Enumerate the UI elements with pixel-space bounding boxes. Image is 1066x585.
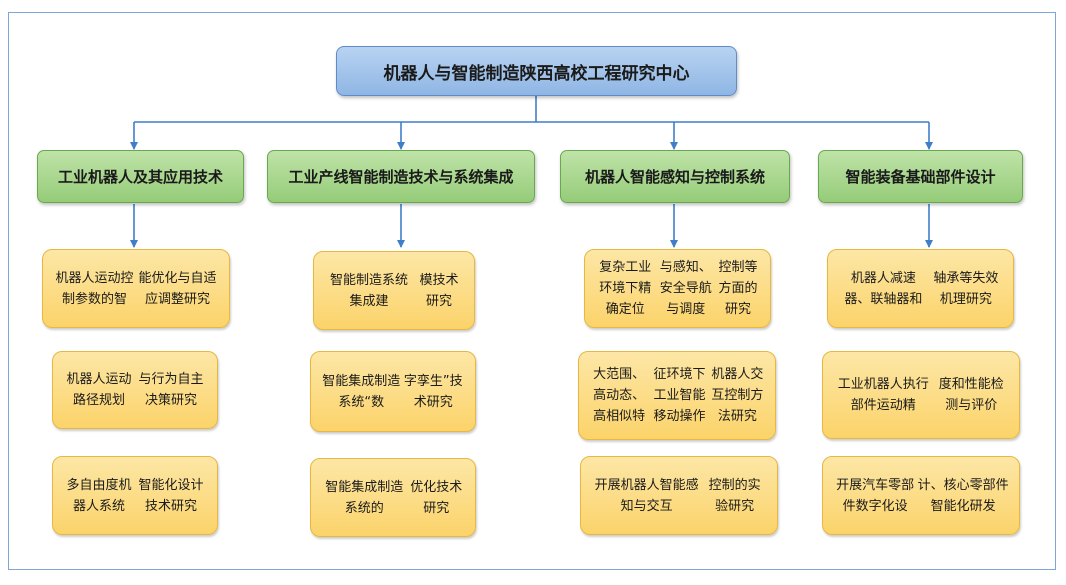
research-item: 智能集成制造系统的优化技术研究 — [310, 458, 476, 537]
research-item: 复杂工业环境下精确定位与感知、安全导航与调度控制等方面的研究 — [584, 249, 771, 328]
research-item: 开展汽车零部件数字化设计、核心零部件智能化研发 — [822, 456, 1020, 535]
research-item: 机器人运动路径规划与行为自主决策研究 — [52, 351, 218, 429]
research-item: 多自由度机器人系统智能化设计技术研究 — [52, 456, 218, 535]
research-item: 机器人减速器、联轴器和轴承等失效机理研究 — [827, 249, 1014, 328]
research-item: 工业机器人执行部件运动精度和性能检测与评价 — [822, 351, 1020, 439]
diagram-frame — [8, 12, 1056, 570]
research-item: 大范围、高动态、高相似特征环境下工业智能移动操作机器人交互控制方法研究 — [578, 351, 776, 440]
research-item: 智能制造系统集成建模技术研究 — [313, 251, 475, 330]
category-perception-control: 机器人智能感知与控制系统 — [560, 150, 790, 203]
research-item: 开展机器人智能感知与交互控制的实验研究 — [580, 456, 778, 535]
research-item: 智能集成制造系统“数字孪生”技术研究 — [310, 351, 476, 432]
category-production-line: 工业产线智能制造技术与系统集成 — [267, 150, 535, 203]
category-industrial-robot: 工业机器人及其应用技术 — [37, 150, 244, 203]
root-node: 机器人与智能制造陕西高校工程研究中心 — [336, 46, 737, 96]
research-item: 机器人运动控制参数的智能优化与自适应调整研究 — [42, 249, 230, 328]
category-equipment-components: 智能装备基础部件设计 — [818, 150, 1023, 203]
